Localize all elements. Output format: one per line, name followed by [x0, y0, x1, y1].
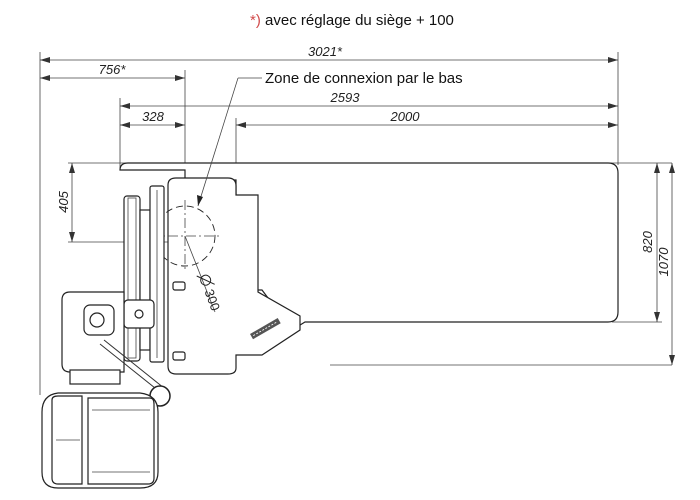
dimension-seat-offset: 756* — [40, 62, 185, 81]
dim-820-label: 820 — [640, 230, 655, 252]
dim-3021-label: 3021* — [308, 44, 343, 59]
dim-2593-label: 2593 — [330, 90, 361, 105]
slot-top — [172, 281, 186, 291]
connection-zone-label: Zone de connexion par le bas — [265, 70, 463, 87]
dimension-2000: 2000 — [236, 109, 618, 128]
diameter-callout: 300 — [184, 235, 224, 313]
grip-marking — [250, 318, 281, 340]
note-paren: ) — [256, 12, 261, 29]
dim-756-label: 756* — [99, 62, 127, 77]
support-arm — [123, 185, 165, 363]
dimension-328: 328 — [120, 109, 185, 128]
diameter-label: 300 — [202, 287, 224, 313]
dimension-820: 820 — [640, 163, 660, 322]
diameter-icon — [200, 274, 212, 286]
note-asterisk: * — [250, 12, 256, 29]
dim-2000-label: 2000 — [390, 109, 421, 124]
note-text: avec réglage du siège + 100 — [261, 12, 454, 29]
connection-zone-callout: Zone de connexion par le bas — [197, 70, 463, 207]
patient-chair — [41, 392, 159, 489]
seat-adjustment-note: *) avec réglage du siège + 100 — [250, 12, 454, 29]
dimension-overall-length: 3021* — [40, 44, 618, 63]
dim-405-label: 405 — [56, 190, 71, 212]
dim-328-label: 328 — [142, 109, 164, 124]
dimension-405: 405 — [56, 163, 75, 242]
dimension-1070: 1070 — [656, 163, 675, 365]
slot-bottom — [172, 351, 186, 361]
seat-base — [61, 291, 171, 407]
dimension-2593: 2593 — [120, 90, 618, 109]
dim-1070-label: 1070 — [656, 247, 671, 277]
